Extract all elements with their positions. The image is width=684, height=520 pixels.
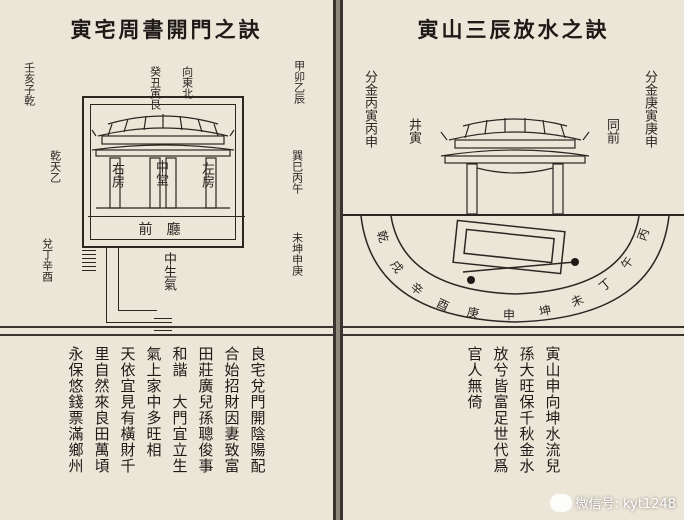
left-verse-line: 和諧 大門宜立生: [170, 346, 189, 474]
right-verse-line: 官人無倚: [465, 346, 484, 410]
right-verse-line: 寅山申向坤水流兒: [543, 346, 562, 474]
left-verse-line: 合始招財因妻致富: [222, 346, 241, 474]
right-page-title: 寅山三辰放水之訣: [417, 17, 610, 42]
compass-label-right-top: 甲卯乙辰: [292, 60, 306, 104]
left-verse-line: 里自然來良田萬頃: [92, 346, 111, 474]
compass-label-right-mid: 巽巳丙午: [290, 150, 304, 194]
right-verse-line: 孫大旺保千秋金水: [517, 346, 536, 474]
arc-label: 申: [503, 308, 516, 322]
book-gutter: [336, 0, 340, 520]
house-compound-inner: [90, 104, 236, 240]
house-center-hall-label: 中堂: [152, 160, 168, 186]
house-front-hall-label: 前廳: [88, 216, 245, 243]
gate-label: 中生氣: [160, 252, 176, 291]
entry-steps: [82, 250, 96, 272]
compass-label-left-low: 兌丁辛酉: [40, 238, 54, 282]
left-verse-area: 良宅兌門開陰陽配 合始招財因妻致富 田莊廣兒孫聰俊事 和諧 大門宜立生 氣上家中…: [0, 340, 333, 520]
compass-label-left-mid: 乾天乙: [48, 150, 62, 183]
entry-path-inner: [118, 248, 157, 311]
watermark: 微信号: kyt1248: [549, 493, 676, 512]
right-side-label-right-b: 同前: [603, 118, 619, 144]
right-side-label-left-b: 井寅: [405, 118, 421, 144]
compass-label-top-center-2: 癸丑寅艮: [148, 66, 162, 110]
left-verse-line: 氣上家中多旺相: [144, 346, 163, 458]
right-page-divider: [343, 326, 684, 336]
wechat-icon: [549, 493, 572, 512]
left-page-divider: [0, 326, 333, 336]
right-verse-line: 放兮皆富足世代爲: [491, 346, 510, 474]
ground-line: [343, 214, 684, 216]
house-right-room-label: 右房: [108, 162, 124, 188]
house-left-room-label: 左房: [198, 162, 214, 188]
water-direction-arc: [360, 215, 670, 323]
left-verse-line: 永保悠錢票滿鄉州: [66, 346, 85, 474]
right-side-label-right-a: 分金庚寅庚申: [641, 70, 657, 148]
pavilion-illustration: [440, 118, 590, 215]
left-page-title: 寅宅周書開門之訣: [70, 17, 263, 42]
right-page: 寅山三辰放水之訣 分金丙寅丙申 井寅 分金庚寅庚申 同前: [340, 0, 684, 520]
gate-steps: [154, 318, 172, 332]
compass-label-top-center: 向東北: [180, 66, 194, 99]
left-verse-line: 天依宜見有橫財千: [118, 346, 137, 474]
compass-label-top-left: 壬亥子乾: [22, 62, 36, 106]
house-compound: [82, 96, 244, 248]
left-verse-line: 良宅兌門開陰陽配: [248, 346, 267, 474]
right-verse-area: 寅山申向坤水流兒 孫大旺保千秋金水 放兮皆富足世代爲 官人無倚: [343, 340, 684, 520]
house-illustration: [91, 114, 235, 209]
watermark-text: 微信号: kyt1248: [575, 497, 676, 512]
left-page: 寅宅周書開門之訣 壬亥子乾 向東北 癸丑寅艮 甲卯乙辰 乾天乙 巽巳丙午 兌丁辛…: [0, 0, 336, 520]
right-side-label-left-a: 分金丙寅丙申: [361, 70, 377, 148]
left-verse-line: 田莊廣兒孫聰俊事: [196, 346, 215, 474]
compass-label-right-low: 未坤申庚: [290, 232, 304, 276]
entry-path-outer: [106, 248, 167, 323]
